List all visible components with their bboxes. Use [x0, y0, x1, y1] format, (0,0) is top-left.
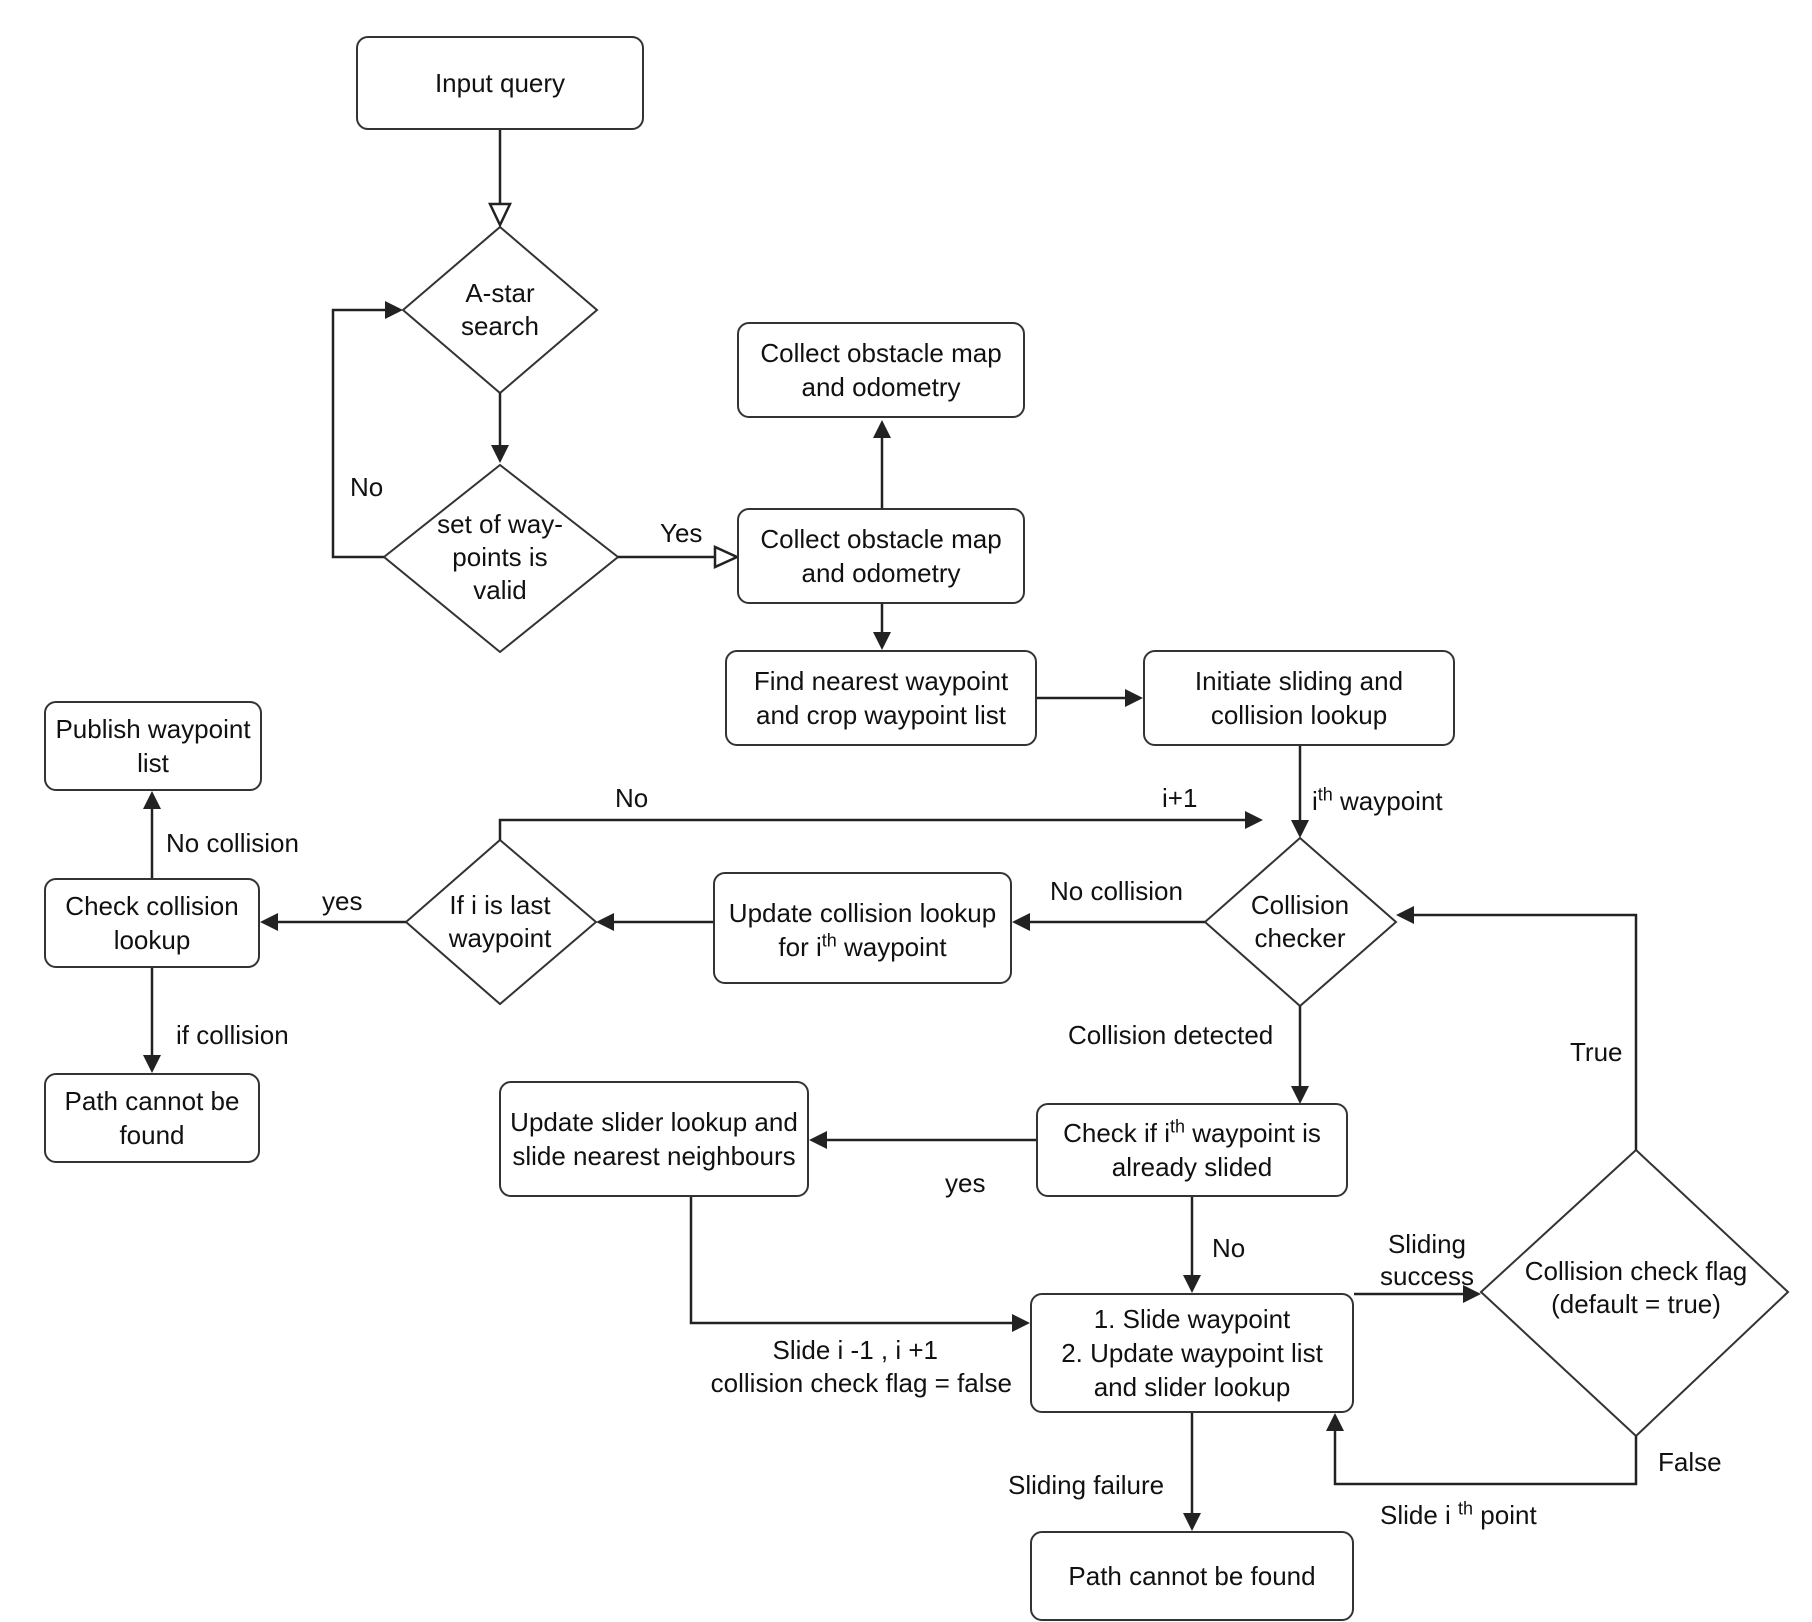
- update-collision-superscript: th: [821, 930, 837, 951]
- slide-step-1: 1. Slide waypoint: [1093, 1304, 1291, 1334]
- initiate-sliding-node: Initiate sliding and collision lookup: [1143, 650, 1455, 746]
- arrowhead-fail-left: [143, 1055, 161, 1073]
- check-slided-superscript: th: [1170, 1116, 1186, 1137]
- label-ith-waypoint: ith waypoint: [1312, 784, 1443, 816]
- label-yes-valid: Yes: [660, 518, 703, 548]
- label-slide-neighbours: Slide i -1 , i +1: [772, 1335, 938, 1365]
- label-if-collision: if collision: [176, 1020, 289, 1050]
- slide-step-2: 2. Update waypoint list and slider looku…: [1061, 1338, 1323, 1402]
- update-collision-text: Update collision lookup for i: [728, 898, 997, 962]
- edge-slider-to-slide: [689, 1197, 1012, 1325]
- publish-waypoint-list-node: Publish waypoint list: [44, 701, 262, 791]
- label-yes-slided: yes: [945, 1168, 986, 1198]
- arrowhead-slide-retry: [1326, 1413, 1344, 1431]
- arrowhead-update-collision: [1012, 913, 1030, 931]
- label-ith-i: i: [1312, 786, 1318, 816]
- label-slide-ith-rest: point: [1473, 1500, 1537, 1530]
- arrowhead-initiate: [1125, 689, 1143, 707]
- arrowhead-loop: [385, 301, 403, 319]
- label-yes-last: yes: [322, 886, 363, 916]
- slide-waypoint-node: 1. Slide waypoint 2. Update waypoint lis…: [1030, 1293, 1354, 1413]
- label-sliding-success: Sliding success: [1380, 1229, 1474, 1291]
- collect-obstacle-map-node: Collect obstacle map and odometry: [737, 508, 1025, 604]
- label-flag-false: collision check flag = false: [710, 1368, 1012, 1398]
- arrowhead-collect-mid: [713, 545, 741, 569]
- label-slide-ith-point: Slide i th point: [1380, 1498, 1537, 1530]
- last-waypoint-diamond-shape: [404, 838, 598, 1006]
- find-nearest-waypoint-node: Find nearest waypoint and crop waypoint …: [725, 650, 1037, 746]
- arrowhead-find: [873, 632, 891, 650]
- astar-diamond-shape: [401, 225, 599, 395]
- arrowhead-slide-from-slider: [1012, 1314, 1030, 1332]
- check-slided-suffix: waypoint is already slided: [1111, 1118, 1321, 1182]
- update-collision-lookup-node: Update collision lookup for ith waypoint: [713, 872, 1012, 984]
- arrowhead-checker: [1291, 820, 1309, 838]
- path-cannot-be-found-bottom-node: Path cannot be found: [1030, 1531, 1354, 1621]
- path-cannot-be-found-left-node: Path cannot be found: [44, 1073, 260, 1163]
- input-query-node: Input query: [356, 36, 644, 130]
- arrowhead-collect-top: [873, 420, 891, 438]
- arrowhead-check-lookup: [260, 913, 278, 931]
- arrowhead-update-slider: [809, 1131, 827, 1149]
- label-no-slided: No: [1212, 1233, 1246, 1263]
- label-no-collision-left: No collision: [166, 828, 299, 858]
- arrowhead-check-slided: [1291, 1086, 1309, 1104]
- arrowhead-fail-bottom: [1183, 1513, 1201, 1531]
- arrowhead-checker-retry: [1396, 906, 1414, 924]
- label-ith-rest: waypoint: [1332, 786, 1443, 816]
- validity-diamond-shape: [382, 463, 620, 654]
- arrowhead-publish: [143, 791, 161, 809]
- label-i-plus-1: i+1: [1162, 783, 1198, 813]
- arrowhead-astar: [488, 202, 512, 228]
- collision-checker-diamond-shape: [1203, 836, 1398, 1008]
- label-collision-detected: Collision detected: [1068, 1020, 1274, 1050]
- label-slide-ith-sup: th: [1458, 1498, 1474, 1519]
- update-collision-suffix: waypoint: [836, 932, 947, 962]
- label-ith-sup: th: [1317, 784, 1333, 805]
- arrowhead-flag: [1463, 1285, 1481, 1303]
- label-no-top: No: [615, 783, 649, 813]
- check-already-slided-node: Check if ith waypoint is already slided: [1036, 1103, 1348, 1197]
- label-no-loop: No: [350, 472, 384, 502]
- arrowhead-slide-box: [1183, 1275, 1201, 1293]
- label-true: True: [1570, 1037, 1623, 1067]
- label-slide-ith-text: Slide i: [1380, 1500, 1459, 1530]
- edge-not-last-loop: [498, 818, 1245, 840]
- label-sliding-failure: Sliding failure: [1008, 1470, 1165, 1500]
- update-slider-lookup-node: Update slider lookup and slide nearest n…: [499, 1081, 809, 1197]
- label-no-collision-checker: No collision: [1050, 876, 1183, 906]
- flag-diamond-shape: [1479, 1148, 1790, 1438]
- label-false: False: [1658, 1447, 1722, 1477]
- collect-obstacle-map-top-node: Collect obstacle map and odometry: [737, 322, 1025, 418]
- edge-flag-true: [1414, 913, 1638, 1150]
- arrowhead-if-last: [596, 913, 614, 931]
- check-slided-text: Check if i: [1063, 1118, 1171, 1148]
- check-collision-lookup-node: Check collision lookup: [44, 878, 260, 968]
- edge-flag-false: [1333, 1431, 1638, 1486]
- arrowhead-validity: [491, 445, 509, 463]
- edge-invalid-loop: [331, 308, 385, 559]
- arrowhead-next-waypoint: [1245, 811, 1263, 829]
